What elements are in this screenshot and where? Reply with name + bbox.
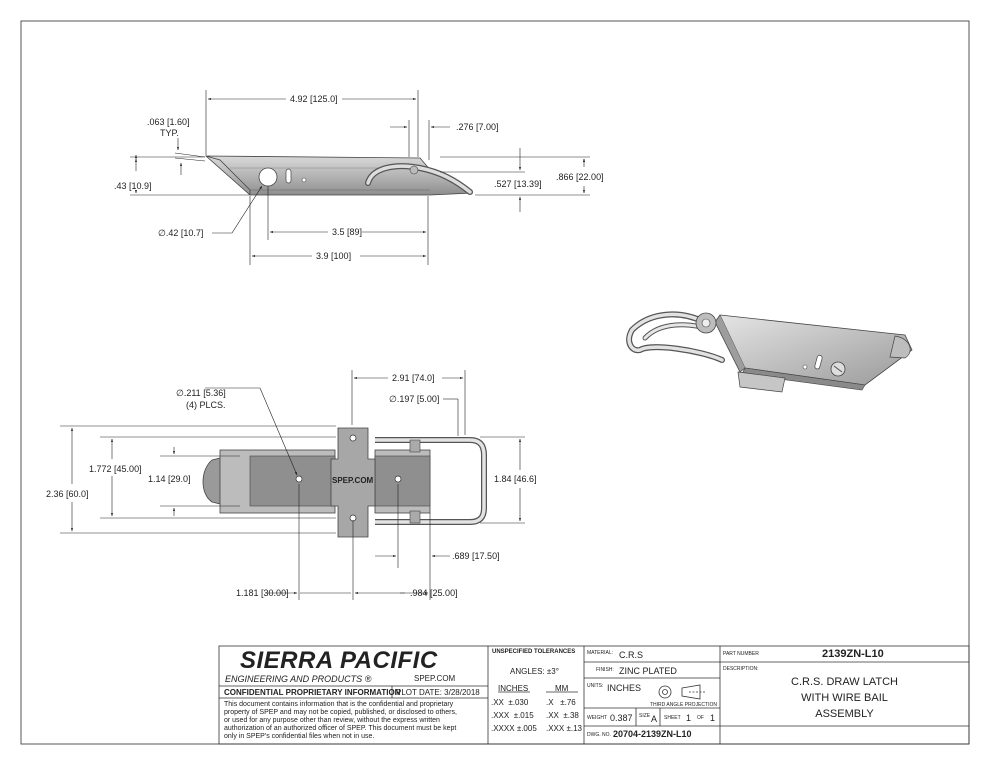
- tol-in-3: .XXXX ±.005: [491, 724, 537, 733]
- projection-label: THIRD ANGLE PROJECTION: [650, 702, 717, 708]
- dim-291: 2.91 [74.0]: [392, 373, 435, 383]
- tol-mm-1: .X ±.76: [546, 698, 576, 707]
- material-value: C.R.S: [619, 650, 644, 660]
- company-name: SIERRA PACIFIC: [240, 647, 438, 674]
- dim-overall-length: 4.92 [125.0]: [290, 94, 338, 104]
- tol-mm-3: .XXX ±.13: [546, 724, 582, 733]
- tolerance-angles: ANGLES: ±3°: [510, 667, 559, 676]
- company-sub: ENGINEERING AND PRODUCTS ®: [225, 674, 372, 684]
- dim-thickness: .063 [1.60]: [147, 117, 190, 127]
- tolerance-mm-header: MM: [555, 684, 569, 693]
- material-label: MATERIAL:: [587, 650, 614, 656]
- dim-184: 1.84 [46.6]: [494, 474, 537, 484]
- sheet-total: 1: [710, 713, 716, 723]
- size-label: SIZE: [639, 713, 651, 719]
- top-view-marking: SPEP.COM: [332, 476, 374, 485]
- confidential-title: CONFIDENTIAL PROPRIETARY INFORMATION: [224, 688, 401, 697]
- weight-value: 0.387: [610, 713, 633, 723]
- side-view-labels: 4.92 [125.0] .276 [7.00] .063 [1.60] TYP…: [114, 94, 604, 261]
- top-view-dimensions: [60, 370, 525, 600]
- dim-thickness-note: TYP.: [160, 128, 179, 138]
- top-view-labels: ∅.211 [5.36] (4) PLCS. 2.91 [74.0] ∅.197…: [46, 373, 537, 598]
- dim-114: 1.14 [29.0]: [148, 474, 191, 484]
- of-label: OF: [697, 715, 704, 721]
- title-block-frame: [218, 645, 970, 745]
- tolerance-inches-header: INCHES: [498, 684, 529, 693]
- dim-236: 2.36 [60.0]: [46, 489, 89, 499]
- isometric-view: [626, 311, 913, 393]
- part-number-label: PART NUMBER: [723, 651, 759, 657]
- dim-dia-211-note: (4) PLCS.: [186, 400, 226, 410]
- finish-value: ZINC PLATED: [619, 666, 677, 676]
- description-value: C.R.S. DRAW LATCH WITH WIRE BAIL ASSEMBL…: [791, 676, 898, 720]
- dim-276: .276 [7.00]: [456, 122, 499, 132]
- dim-dia-197: ∅.197 [5.00]: [389, 394, 439, 404]
- sheet-label: SHEET: [664, 715, 681, 721]
- tolerances-title: UNSPECIFIED TOLERANCES: [492, 649, 576, 655]
- registered-mark: ®: [364, 674, 372, 684]
- confidential-text: This document contains information that …: [224, 701, 457, 740]
- finish-label: FINISH:: [596, 667, 614, 673]
- dwg-label: DWG. NO.: [587, 732, 611, 738]
- tol-in-1: .XX ±.030: [491, 698, 529, 707]
- dwg-number: 20704-2139ZN-L10: [613, 729, 692, 739]
- tol-mm-2: .XX ±.38: [546, 711, 579, 720]
- dim-43: .43 [10.9]: [114, 181, 152, 191]
- size-value: A: [651, 714, 658, 724]
- part-number-value: 2139ZN-L10: [822, 648, 884, 660]
- units-label: UNITS:: [587, 683, 604, 689]
- description-label: DESCRIPTION:: [723, 666, 759, 672]
- dim-866: .866 [22.00]: [556, 172, 604, 182]
- dim-35: 3.5 [89]: [332, 227, 362, 237]
- dim-39: 3.9 [100]: [316, 251, 351, 261]
- dim-984: .984 [25.00]: [410, 588, 458, 598]
- top-view: SPEP.COM: [202, 427, 487, 538]
- plot-date: PLOT DATE: 3/28/2018: [396, 688, 480, 697]
- dim-1772: 1.772 [45.00]: [89, 464, 142, 474]
- dim-dia-211: ∅.211 [5.36]: [176, 388, 226, 398]
- company-website: SPEP.COM: [414, 674, 456, 683]
- dim-689: .689 [17.50]: [452, 551, 500, 561]
- units-value: INCHES: [607, 683, 642, 693]
- tol-in-2: .XXX ±.015: [491, 711, 534, 720]
- dim-527: .527 [13.39]: [494, 179, 542, 189]
- sheet-value: 1: [686, 713, 692, 723]
- dim-1181: 1.181 [30.00]: [236, 588, 289, 598]
- side-view-dimensions: [130, 90, 590, 265]
- dim-dia-42: ∅.42 [10.7]: [158, 228, 203, 238]
- side-view: [204, 155, 474, 196]
- weight-label: WEIGHT: [587, 715, 607, 721]
